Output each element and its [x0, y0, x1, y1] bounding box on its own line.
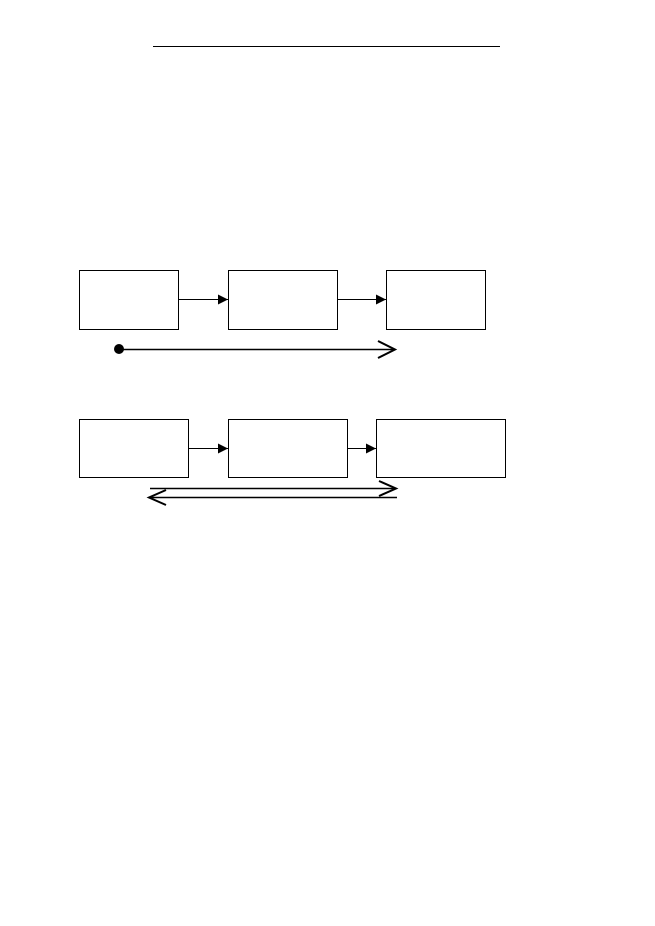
top-timeline-arrowhead: [377, 340, 398, 359]
top-process-diagram: [79, 270, 486, 359]
top-box-1: [79, 270, 179, 330]
bottom-box-3: [376, 419, 506, 478]
bottom-box-1: [79, 419, 189, 478]
bottom-box-2: [228, 419, 348, 478]
top-box-2: [228, 270, 338, 330]
bottom-backward-arrowhead: [146, 489, 167, 506]
bottom-process-diagram: [79, 419, 506, 506]
top-box-3: [386, 270, 486, 330]
bottom-forward-arrowhead: [378, 480, 399, 497]
